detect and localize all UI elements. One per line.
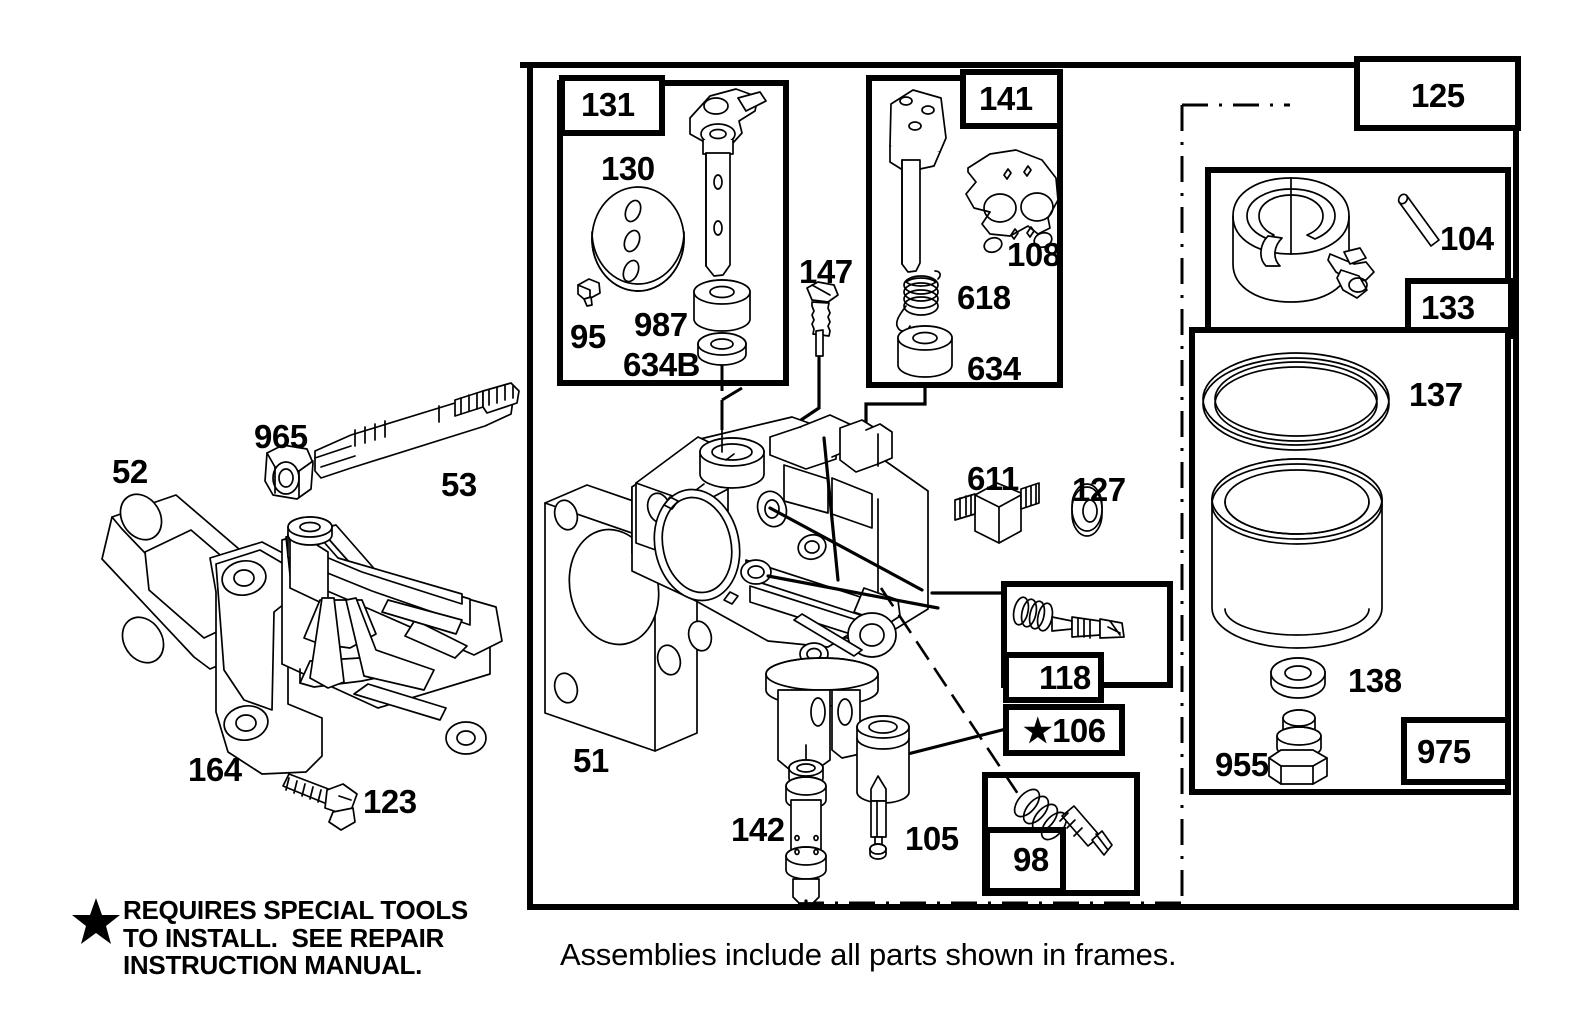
- part-955-bowl-nut: [1268, 709, 1328, 785]
- part-118-idle-valve: [1012, 596, 1125, 639]
- frame-131: [557, 75, 789, 386]
- part-label-53: 53: [441, 466, 477, 503]
- part-label-955: 955: [1215, 746, 1269, 783]
- part-53-stud: [314, 382, 520, 479]
- part-106-nozzle: [856, 715, 910, 804]
- part-label-634B: 634B: [623, 346, 700, 383]
- part-125-carburetor-body: [631, 403, 929, 771]
- leader-98: [879, 587, 1024, 801]
- part-label-611: 611: [967, 460, 1019, 497]
- part-137-bowl-gasket: [1202, 352, 1390, 451]
- frame-label-131: 131: [581, 86, 635, 123]
- part-987-bushing: [693, 279, 751, 332]
- internal-leaders: [766, 436, 940, 610]
- frame-label-133: 133: [1421, 289, 1475, 326]
- frame-label-125: 125: [1411, 77, 1465, 114]
- part-131-throttle-shaft: [689, 88, 767, 277]
- special-tools-note: REQUIRES SPECIAL TOOLS TO INSTALL. SEE R…: [123, 895, 468, 981]
- part-965-nut: [264, 444, 314, 500]
- part-133-float: [1232, 177, 1375, 303]
- part-127-welch-plug: [1071, 483, 1103, 537]
- part-label-52: 52: [112, 453, 148, 490]
- special-tools-star-icon: [72, 898, 120, 944]
- part-108-choke-plate: [965, 149, 1059, 254]
- part-138-gasket: [1270, 657, 1326, 699]
- frame-main-125: [520, 56, 1521, 910]
- part-label-123: 123: [363, 783, 417, 820]
- part-float-bowl: [1211, 458, 1383, 649]
- frame-98: [982, 772, 1140, 896]
- frame-label-98: 98: [1013, 841, 1049, 878]
- part-105-needle-valve: [869, 775, 887, 860]
- part-label-104: 104: [1440, 220, 1494, 257]
- part-164-intake-manifold: [209, 516, 503, 775]
- part-label-137: 137: [1409, 376, 1463, 413]
- part-label-51: 51: [573, 742, 609, 779]
- part-label-634: 634: [967, 350, 1021, 387]
- part-141-choke-shaft: [889, 89, 947, 273]
- part-634-seal: [897, 325, 953, 378]
- frame-label-141: 141: [979, 80, 1033, 117]
- part-634B-seal: [697, 332, 747, 366]
- part-label-105: 105: [905, 820, 959, 857]
- part-label-142: 142: [731, 811, 785, 848]
- frame-label-975: 975: [1417, 733, 1471, 770]
- part-label-130: 130: [601, 150, 655, 187]
- part-142-fuel-pipe: [785, 744, 827, 904]
- part-95-screw: [577, 278, 601, 307]
- part-label-108: 108: [1007, 236, 1061, 273]
- part-130-throttle-plate: [591, 186, 685, 292]
- part-611-fuel-fitting: [954, 482, 1040, 544]
- part-123-screw: [282, 773, 358, 831]
- part-label-95: 95: [570, 318, 606, 355]
- frame-label-106: ★106: [1023, 712, 1106, 749]
- part-label-987: 987: [634, 306, 688, 343]
- part-label-618: 618: [957, 279, 1011, 316]
- part-104-float-pin: [1397, 193, 1440, 247]
- assemblies-caption: Assemblies include all parts shown in fr…: [560, 937, 1177, 972]
- part-label-138: 138: [1348, 662, 1402, 699]
- part-98-spring-screw: [1013, 788, 1113, 856]
- part-label-965: 965: [254, 418, 308, 455]
- part-label-164: 164: [188, 751, 242, 788]
- part-label-127: 127: [1072, 471, 1126, 508]
- leader-634: [864, 383, 927, 425]
- part-147-screw: [806, 281, 839, 357]
- frame-label-118: 118: [1039, 659, 1091, 696]
- part-label-147: 147: [799, 253, 853, 290]
